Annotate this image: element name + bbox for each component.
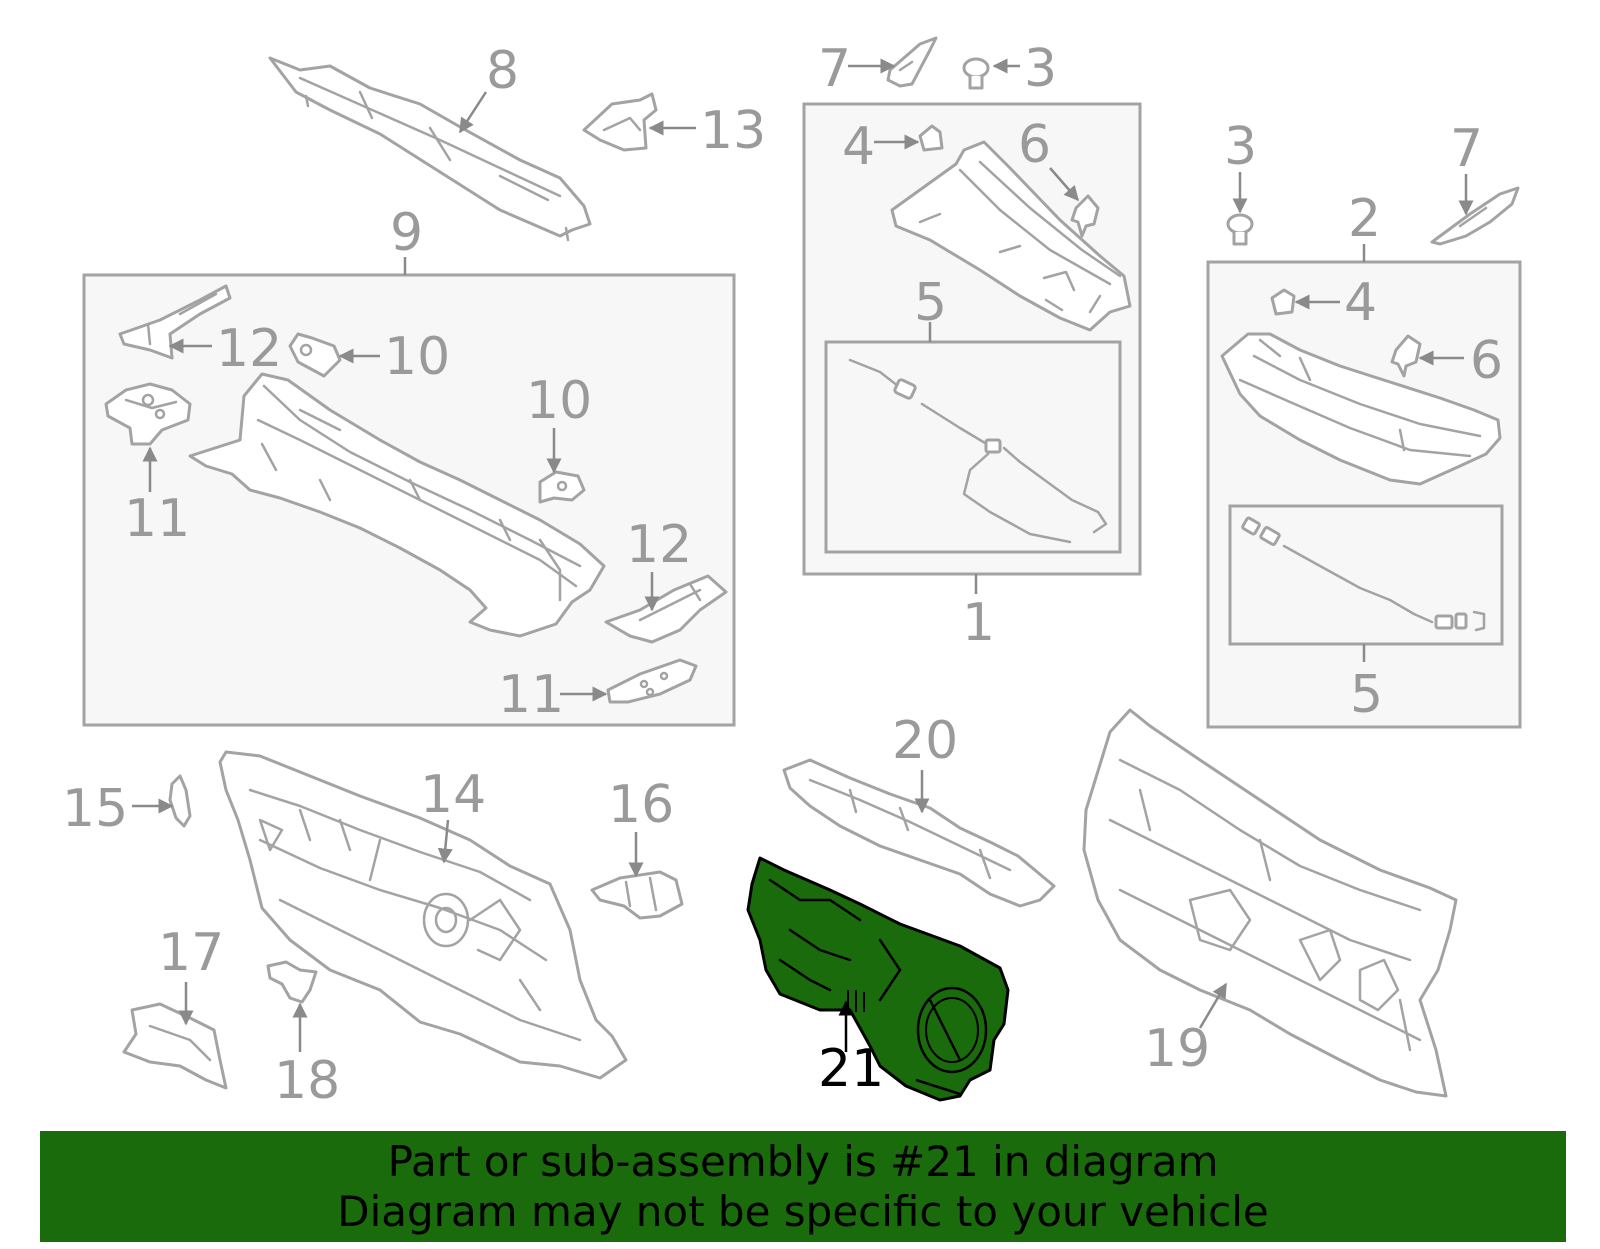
callout-4-box2: 4 [1344,273,1377,333]
part-3-fastener-top [962,57,990,90]
callout-14: 14 [420,765,486,825]
part-4-clip-right [1270,288,1296,316]
callout-7-top: 7 [818,39,851,99]
callout-12-lower: 12 [626,515,692,575]
callout-20: 20 [892,711,958,771]
part-7-clip-top [886,36,938,88]
part-7-clip-right [1430,186,1520,246]
part-21-fill [746,856,1010,1102]
callout-6-box1: 6 [1018,115,1051,175]
callout-9: 9 [390,203,423,263]
part-20-reinforcement [782,758,1056,908]
callout-16: 16 [608,775,674,835]
part-16-bracket [590,870,684,920]
callout-15: 15 [62,779,128,839]
callout-5-box2: 5 [1350,665,1383,725]
part-11-bracket-lower [606,658,698,704]
callout-8: 8 [486,41,519,101]
part-3-fastener-right [1226,213,1254,246]
part-4-clip-left [918,124,944,152]
part-5-washer-hose-right [1241,516,1486,632]
part-10-clip-upper [288,332,342,378]
leader-lines [132,58,1474,1052]
part-17-bracket [122,1002,228,1090]
callout-19: 19 [1144,1019,1210,1079]
callout-4-box1: 4 [842,117,875,177]
part-15-bracket [168,774,192,828]
callout-11-upper: 11 [124,489,190,549]
sub-box-5-left [824,340,1122,554]
banner-line-2: Diagram may not be specific to your vehi… [337,1186,1269,1236]
cowl-panel-9 [188,372,606,638]
callout-17: 17 [158,923,224,983]
callout-18: 18 [274,1051,340,1111]
callout-1: 1 [962,593,995,653]
part-5-washer-hose-left [848,358,1108,544]
callout-6-box2: 6 [1470,331,1503,391]
callout-labels: 8 13 7 3 4 6 5 1 3 7 2 4 6 5 9 12 10 11 … [62,39,1503,1111]
part-12-bracket-upper [118,284,232,360]
callout-5-box1: 5 [914,273,947,333]
callout-13: 13 [700,101,766,161]
part-13-bracket [582,92,658,152]
callout-3-right: 3 [1224,117,1257,177]
part-18-bracket [266,960,318,1004]
part-6-clip-right [1390,334,1422,378]
callout-2: 2 [1348,189,1381,249]
cowl-vent-panel-left [890,140,1132,332]
callout-12-upper: 12 [216,319,282,379]
part-8-cowl-bracket [268,56,592,242]
part-14-dash-panel [218,750,628,1080]
callout-21: 21 [818,1039,884,1099]
callout-10-lower: 10 [526,371,592,431]
info-banner: Part or sub-assembly is #21 in diagram D… [40,1131,1566,1242]
callout-10-upper: 10 [384,327,450,387]
callout-3-top: 3 [1024,39,1057,99]
banner-line-1: Part or sub-assembly is #21 in diagram [387,1136,1219,1186]
part-11-bracket-upper [104,382,192,446]
part-6-clip-left [1070,194,1100,238]
part-19-dash-panel [1082,708,1458,1098]
cowl-vent-panel-right [1220,332,1502,486]
callout-11-lower: 11 [498,665,564,725]
part-21-dash-insulator [746,856,1010,1102]
callout-7-right: 7 [1450,119,1483,179]
